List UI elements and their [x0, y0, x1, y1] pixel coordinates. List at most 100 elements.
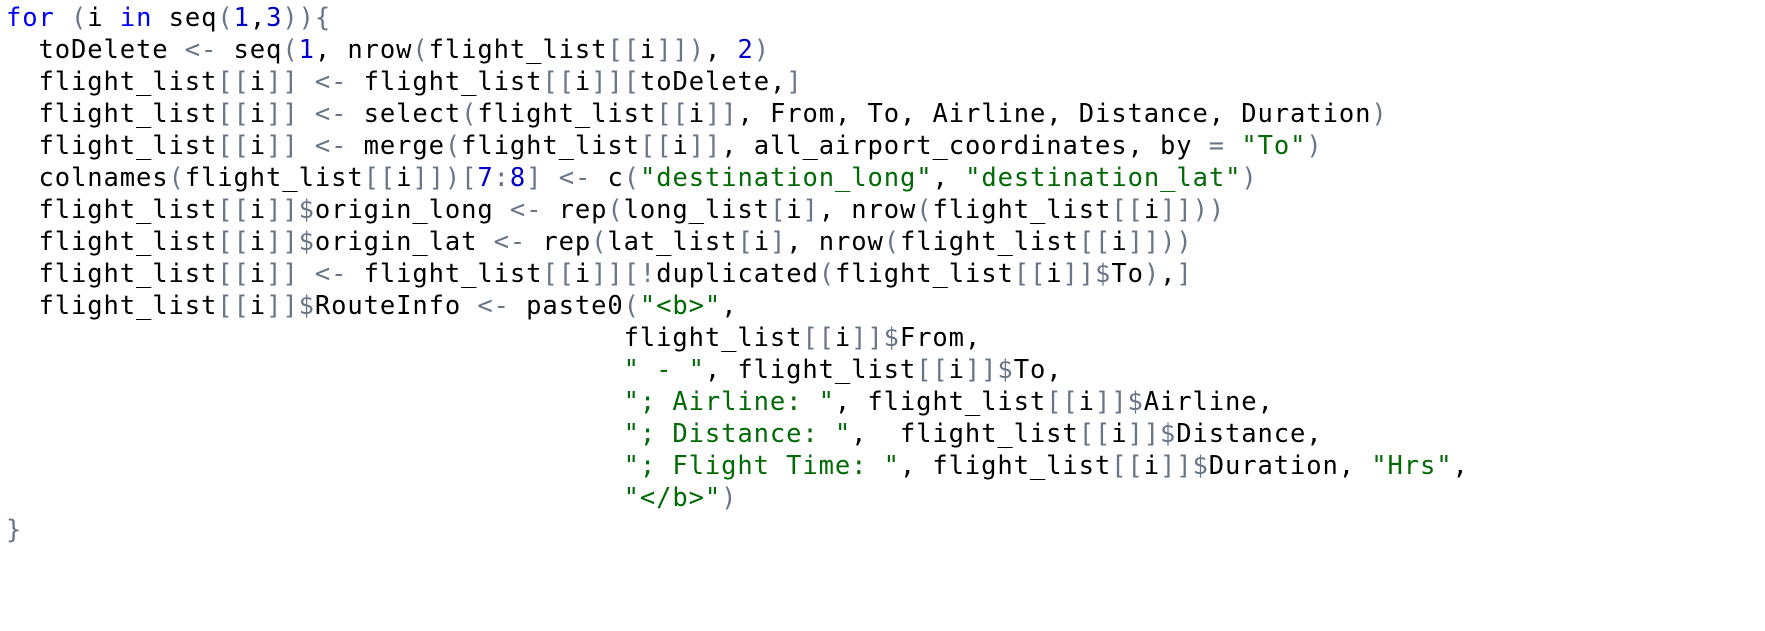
- identifier-token: ,: [704, 35, 738, 65]
- identifier-token: i: [1046, 259, 1063, 289]
- operator-token: [[: [217, 291, 250, 321]
- identifier-token: , all_airport_coordinates, by: [721, 131, 1209, 161]
- string-token: "To": [1241, 131, 1307, 161]
- operator-token: [[: [1078, 419, 1112, 449]
- string-token: "</b>": [623, 483, 722, 513]
- operator-token: ]]$: [266, 227, 315, 257]
- identifier-token: i: [753, 227, 770, 257]
- string-token: " - ": [623, 355, 705, 385]
- string-token: "Hrs": [1371, 451, 1453, 481]
- operator-token: [[: [217, 259, 250, 289]
- string-token: "destination_long": [640, 163, 933, 193]
- identifier-token: i: [396, 163, 413, 193]
- identifier-token: flight_list: [834, 259, 1014, 289]
- code-line: "; Distance: ", flight_list[[i]]$Distanc…: [6, 418, 1469, 450]
- identifier-token: select: [347, 99, 462, 129]
- code-line: " - ", flight_list[[i]]$To,: [6, 354, 1469, 386]
- identifier-token: i: [249, 227, 267, 257]
- identifier-token: colnames: [6, 163, 169, 193]
- identifier-token: Airline,: [1143, 387, 1274, 417]
- identifier-token: From,: [899, 323, 982, 353]
- identifier-token: i: [1143, 451, 1160, 481]
- identifier-token: i: [574, 259, 592, 289]
- code-line: "</b>"): [6, 482, 1469, 514]
- identifier-token: rep: [542, 195, 608, 225]
- code-line: flight_list[[i]] <- select(flight_list[[…: [6, 98, 1469, 130]
- identifier-token: flight_list: [184, 163, 364, 193]
- number-token: 1: [233, 3, 250, 33]
- identifier-token: [1225, 131, 1241, 161]
- identifier-token: ,: [721, 291, 738, 321]
- code-editor[interactable]: for (i in seq(1,3)){ toDelete <- seq(1, …: [6, 2, 1469, 546]
- keyword-token: for: [6, 3, 55, 33]
- identifier-token: , nrow: [314, 35, 413, 65]
- code-line: flight_list[[i]]$From,: [6, 322, 1469, 354]
- operator-token: ]: [769, 227, 787, 257]
- operator-token: ]]$: [1062, 259, 1112, 289]
- identifier-token: Duration,: [1208, 451, 1372, 481]
- identifier-token: Distance,: [1176, 419, 1323, 449]
- number-token: 2: [737, 35, 754, 65]
- operator-token: (: [916, 195, 933, 225]
- identifier-token: i: [1143, 195, 1161, 225]
- operator-token: :: [493, 163, 510, 193]
- operator-token: <-: [314, 259, 348, 289]
- identifier-token: i: [688, 99, 705, 129]
- operator-token: [[: [1013, 259, 1047, 289]
- identifier-token: flight_list: [6, 291, 218, 321]
- identifier-token: duplicated: [656, 259, 819, 289]
- operator-token: (: [217, 3, 234, 33]
- identifier-token: flight_list: [932, 195, 1112, 225]
- identifier-token: i: [1078, 387, 1095, 417]
- identifier-token: [55, 3, 71, 33]
- operator-token: ]])[: [412, 163, 478, 193]
- code-line: for (i in seq(1,3)){: [6, 2, 1469, 34]
- identifier-token: [6, 483, 624, 513]
- identifier-token: To,: [1013, 355, 1063, 385]
- operator-token: (: [623, 291, 640, 321]
- identifier-token: flight_list: [6, 323, 803, 353]
- identifier-token: flight_list: [461, 131, 640, 161]
- operator-token: ]]: [266, 259, 299, 289]
- operator-token: [[: [607, 35, 640, 65]
- operator-token: ): [1143, 259, 1161, 289]
- identifier-token: ,: [1452, 451, 1469, 481]
- code-line: flight_list[[i]] <- flight_list[[i]][!du…: [6, 258, 1469, 290]
- operator-token: <-: [558, 163, 592, 193]
- operator-token: ]: [802, 195, 819, 225]
- identifier-token: i: [249, 259, 267, 289]
- identifier-token: i: [249, 291, 267, 321]
- string-token: "destination_lat": [965, 163, 1242, 193]
- operator-token: ]]$: [851, 323, 900, 353]
- operator-token: ]]): [656, 35, 705, 65]
- identifier-token: flight_list: [6, 99, 218, 129]
- operator-token: <-: [314, 131, 348, 161]
- operator-token: ]: [786, 67, 803, 97]
- operator-token: <-: [314, 99, 348, 129]
- operator-token: ): [1371, 99, 1388, 129]
- identifier-token: [6, 355, 624, 385]
- string-token: "; Airline: ": [623, 387, 835, 417]
- identifier-token: c: [591, 163, 624, 193]
- number-token: 8: [509, 163, 527, 193]
- operator-token: ]]$: [964, 355, 1014, 385]
- operator-token: ): [1306, 131, 1323, 161]
- code-line: flight_list[[i]]$origin_lat <- rep(lat_l…: [6, 226, 1469, 258]
- number-token: 3: [266, 3, 283, 33]
- identifier-token: origin_long: [314, 195, 510, 225]
- operator-token: [[: [217, 227, 250, 257]
- identifier-token: i: [786, 195, 803, 225]
- operator-token: [[: [217, 195, 250, 225]
- identifier-token: lat_list: [607, 227, 738, 257]
- identifier-token: , From, To, Airline, Distance, Duration: [737, 99, 1372, 129]
- operator-token: {: [314, 3, 332, 33]
- identifier-token: [299, 99, 315, 129]
- operator-token: <-: [314, 67, 348, 97]
- operator-token: [: [769, 195, 787, 225]
- identifier-token: [6, 419, 624, 449]
- operator-token: [[: [542, 259, 575, 289]
- code-line: }: [6, 514, 1469, 546]
- identifier-token: i: [249, 99, 267, 129]
- identifier-token: long_list: [623, 195, 770, 225]
- identifier-token: flight_list: [347, 259, 543, 289]
